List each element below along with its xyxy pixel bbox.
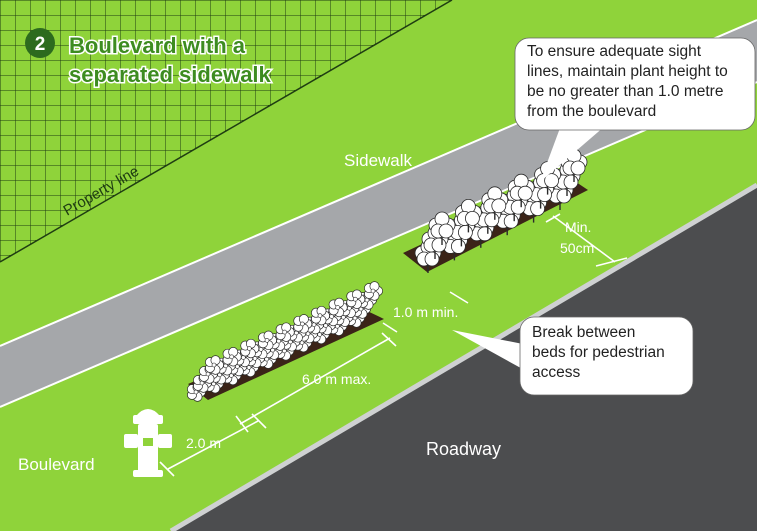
roadway-label: Roadway [426,439,501,459]
shrub-icon [560,148,588,182]
shrub-icon [507,173,535,208]
hydrant-2m-label: 2.0 m [186,435,221,451]
step-number: 2 [35,34,46,55]
shrub-icon [454,198,482,233]
flower-icon [293,314,313,334]
flower-icon [275,322,295,342]
flower-icon [240,338,260,359]
sight-lines-text-3: be no greater than 1.0 metre [527,83,723,100]
bed-6m-label: 6.0 m max. [302,371,371,387]
flower-plants [187,281,383,402]
title-block: 2 Boulevard with a separated sidewalk [25,28,273,89]
break-text-2: beds for pedestrian [532,344,665,361]
sight-lines-text-4: from the boulevard [527,103,656,120]
break-text-3: access [532,364,580,381]
flower-icon [328,297,348,318]
shrub-plants [414,148,588,273]
curb [169,182,757,531]
flower-icon [346,289,366,309]
sidewalk-label: Sidewalk [344,151,413,170]
svg-text:Break between beds for p: Break between beds for pedestrian access [532,324,669,381]
flower-icon [311,305,330,326]
flower-icon [222,347,242,367]
sight-lines-text-1: To ensure adequate sight [527,43,702,60]
shrub-icon [481,186,509,220]
min-50cm-label-1: Min. [565,219,591,235]
min-50cm-label-2: 50cm [560,240,594,256]
flower-icon [258,330,277,351]
fire-hydrant-icon [124,409,172,477]
sight-lines-text-2: lines, maintain plant height to [527,63,728,80]
title-line-2: separated sidewalk [69,62,272,87]
svg-text:To ensure adequate sight: To ensure adequate sight lines, maintain… [527,43,732,120]
flower-icon [205,355,224,375]
step-badge [25,28,55,58]
shrub-icon [428,211,456,245]
callout-sight-lines: To ensure adequate sight lines, maintain… [514,37,756,182]
flower-icon [364,281,383,301]
break-text-1: Break between [532,324,635,341]
dimension-lines [159,213,628,477]
break-1m-label: 1.0 m min. [393,304,458,320]
boulevard-label: Boulevard [18,455,95,474]
callout-break-between-beds: Break between beds for pedestrian access [452,316,694,396]
property-line [0,0,453,263]
title-line-1: Boulevard with a [69,33,246,58]
